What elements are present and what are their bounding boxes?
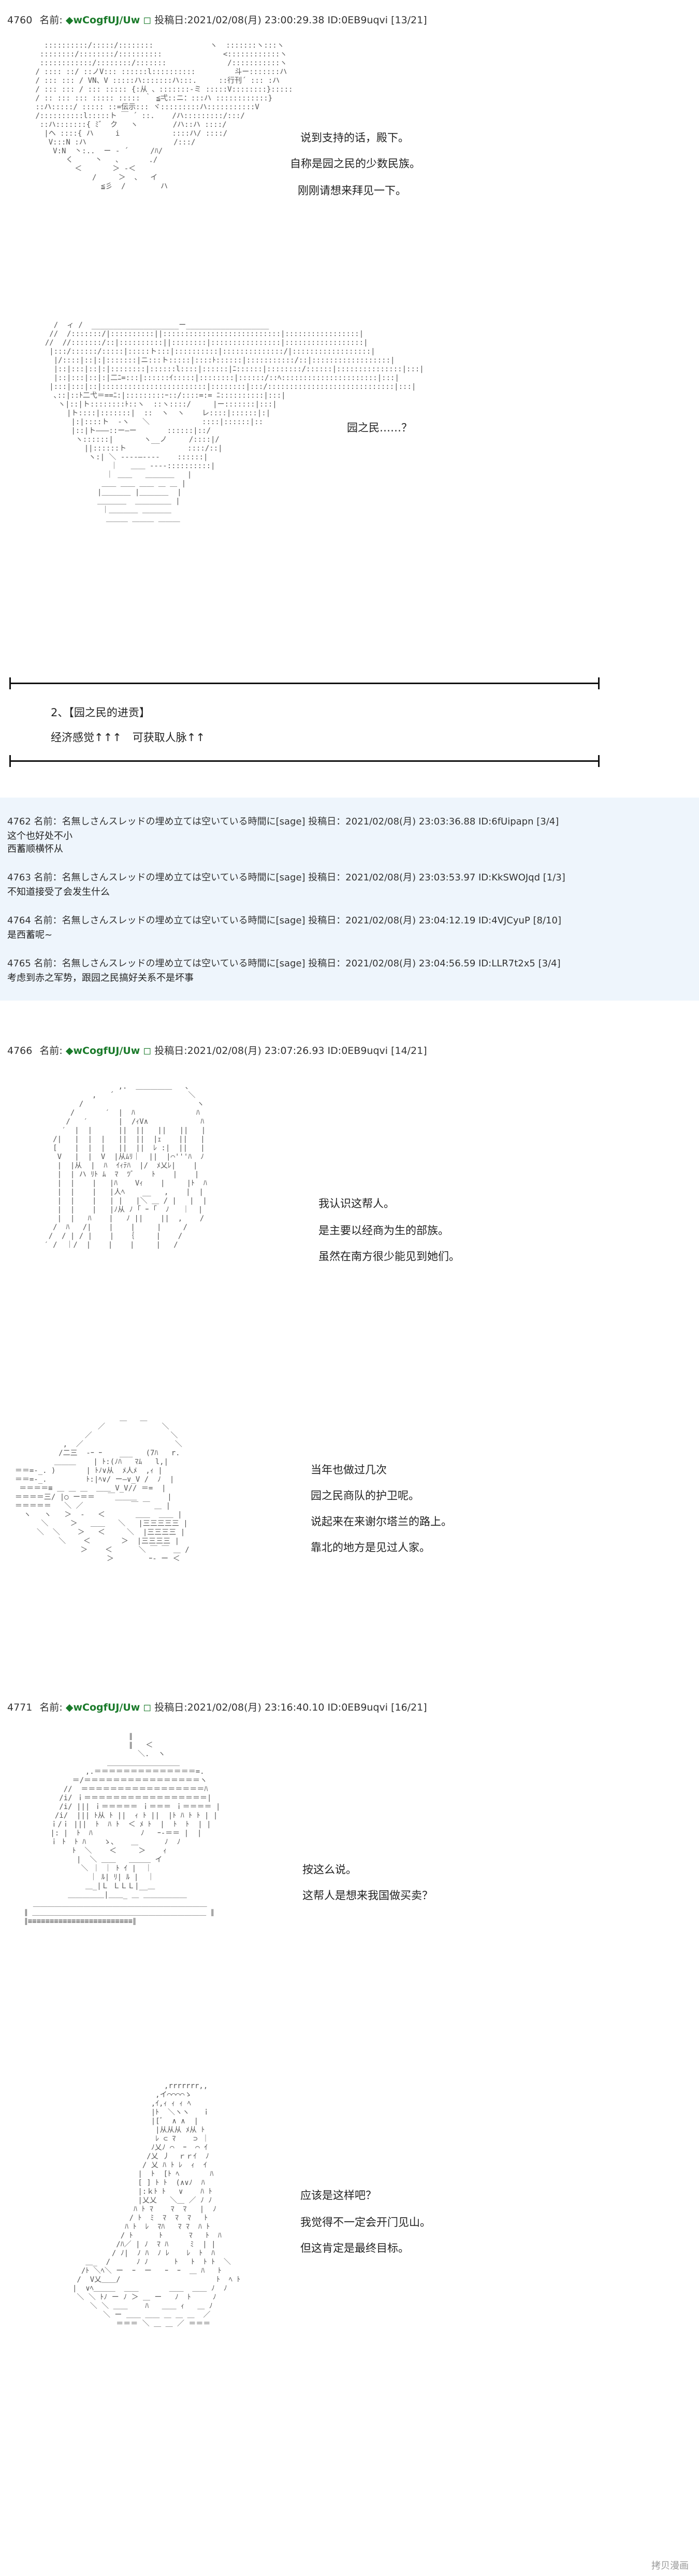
poster-name[interactable]: ◆wCogfUJ/Uw <box>65 1045 140 1057</box>
dialog-line: 自称是园之民的少数民族。 <box>290 157 420 170</box>
post-label: 名前: <box>39 1045 63 1057</box>
dialog-line: 靠北的地方是见过人家。 <box>311 1541 430 1554</box>
post-number: 4771 <box>7 1702 33 1713</box>
post-meta: 投稿日:2021/02/08(月) 23:00:29.38 ID:0EB9uqv… <box>154 15 427 26</box>
ascii-art-figure: ＿ ＿ ／ ＼ ／ ＼ , ／ ＼ /二三 ‐ｰ ｰ ___ (7ﾊ r. ＿＿… <box>14 1414 190 1563</box>
section-effects: 经济感觉↑↑↑ 可获取人脉↑↑ <box>51 731 205 744</box>
reply-header: 4764 名前：名無しさんスレッドの埋め立ては空いている時間に[sage] 投稿… <box>7 915 561 926</box>
post-number: 4760 <box>7 15 33 26</box>
poster-name[interactable]: ◆wCogfUJ/Uw <box>65 15 140 26</box>
rule-tick <box>598 755 600 767</box>
post-meta: 投稿日:2021/02/08(月) 23:07:26.93 ID:0EB9uqv… <box>154 1045 427 1057</box>
post-header: 4766 名前: ◆wCogfUJ/Uw ◻ 投稿日:2021/02/08(月)… <box>7 1043 427 1057</box>
dialog-line: 虽然在南方很少能见到她们。 <box>318 1250 460 1263</box>
rule-tick <box>598 677 600 689</box>
replies-block <box>0 798 699 1001</box>
reply-body-line: 西蓄顺横怀从 <box>7 844 63 855</box>
dialog-line: 应该是这样吧？ <box>300 2189 376 2202</box>
reply-body-line: 考虑到赤之军势，跟园之民搞好关系不是坏事 <box>7 973 194 983</box>
reply-header: 4765 名前：名無しさんスレッドの埋め立ては空いている時間に[sage] 投稿… <box>7 958 561 969</box>
post-number: 4766 <box>7 1045 33 1057</box>
dialog-line: 我觉得不一定会开门见山。 <box>300 2216 431 2228</box>
poster-trip-icon: ◻ <box>143 15 152 26</box>
rule-tick <box>9 677 11 689</box>
reply-body-line: 这个也好处不小 <box>7 831 72 842</box>
ascii-art-figure: ,rrrrrrr,, ,イ⌒⌒⌒⌒ゝ ,ｲ,ｨ ｨ ｨ ﾍ |ﾄ ＼ヽヽ ｉ |… <box>72 2082 241 2328</box>
ascii-art-figure: / ィ / ____________________ー_____________… <box>45 321 424 523</box>
dialog-line: 园之民商队的护卫呢。 <box>311 1489 419 1502</box>
section-rule-top <box>9 677 600 689</box>
dialog-line: 当年也做过几次 <box>311 1464 387 1476</box>
post-header: 4771 名前: ◆wCogfUJ/Uw ◻ 投稿日:2021/02/08(月)… <box>7 1700 427 1714</box>
dialog-line: 说到支持的话，殿下。 <box>300 132 409 144</box>
dialog-line: 我认识这帮人。 <box>318 1197 395 1210</box>
post-label: 名前: <box>39 15 63 26</box>
post-header: 4760 名前: ◆wCogfUJ/Uw ◻ 投稿日:2021/02/08(月)… <box>7 12 427 26</box>
poster-trip-icon: ◻ <box>143 1045 152 1057</box>
watermark: 拷贝漫画 <box>651 2560 689 2571</box>
dialog-line: 但这肯定是最终目标。 <box>300 2242 409 2254</box>
dialog-line: 园之民……？ <box>347 422 412 434</box>
dialog-line: 说起来在来谢尔塔兰的路上。 <box>311 1515 452 1528</box>
poster-trip-icon: ◻ <box>143 1702 152 1713</box>
ascii-art-figure: ,. ＿＿＿＿＿ 、 , ´ ＼ / ヽ / ′ | ﾊ ﾊ / ′ | /ｨV… <box>44 1082 207 1249</box>
dialog-line: 是主要以经商为生的部族。 <box>318 1224 449 1237</box>
section-title: 2、【园之民的进贡】 <box>51 706 150 719</box>
poster-name[interactable]: ◆wCogfUJ/Uw <box>65 1702 140 1713</box>
post-label: 名前: <box>39 1702 63 1713</box>
ascii-art-figure: ::::::::::/:::::/:::::::: ヽ :::::::ヽ:::ヽ… <box>35 41 293 191</box>
section-rule-bottom <box>9 755 600 767</box>
dialog-line: 刚刚请想来拜见一下。 <box>298 184 406 197</box>
rule-tick <box>9 755 11 767</box>
post-meta: 投稿日:2021/02/08(月) 23:16:40.10 ID:0EB9uqv… <box>154 1702 427 1713</box>
reply-body-line: 不知道接受了会发生什么 <box>7 887 110 898</box>
dialog-line: 这帮人是想来我国做买卖？ <box>302 1889 433 1902</box>
reply-header: 4762 名前：名無しさんスレッドの埋め立ては空いている時間に[sage] 投稿… <box>7 816 559 827</box>
dialog-line: 按这么说。 <box>302 1863 357 1876</box>
reply-body-line: 是西蓄呢~ <box>7 930 53 940</box>
reply-header: 4763 名前：名無しさんスレッドの埋め立ては空いている時間に[sage] 投稿… <box>7 872 565 883</box>
ascii-art-figure: ∥ ∥ ＜ ＼. ヽ ＿＿＿＿＿＿＿＿＿＿ ,.＝＝＝＝＝＝＝＝＝＝＝＝＝＝=.… <box>24 1732 221 1926</box>
